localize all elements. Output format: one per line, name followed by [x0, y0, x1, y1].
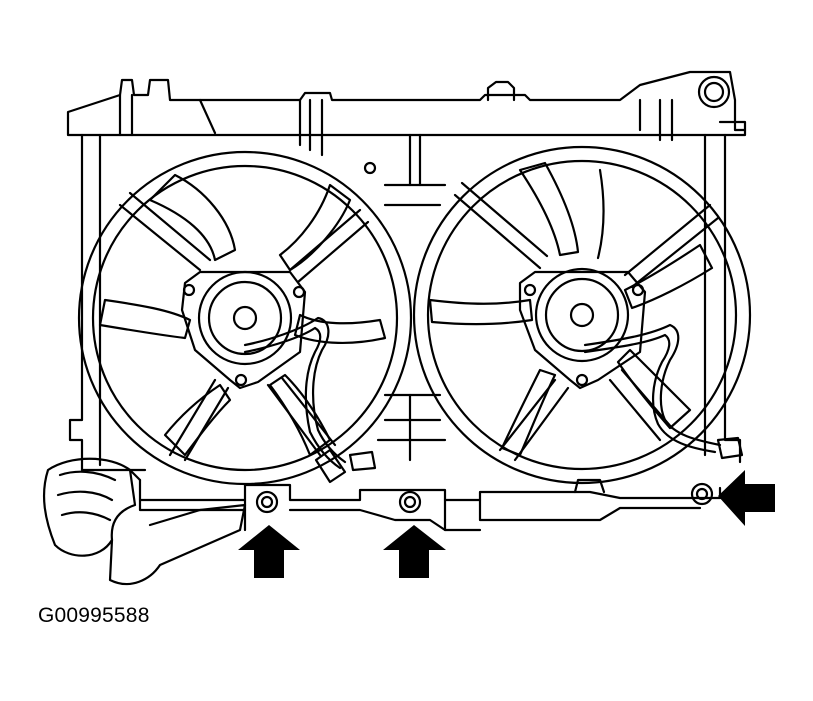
radiator-core: [66, 70, 747, 472]
bottom-bracket: [138, 478, 722, 532]
left-fan: [77, 150, 413, 486]
lower-hose: [42, 457, 247, 586]
bolt-center: [398, 490, 422, 514]
bolt-left: [255, 490, 279, 514]
figure-code: G00995588: [38, 604, 150, 627]
bolt-right: [690, 482, 714, 506]
arrow-left-right-bolt: [718, 470, 775, 526]
right-fan: [412, 145, 752, 485]
bolts: [255, 482, 714, 514]
arrow-up-left-bolt: [238, 525, 300, 578]
arrow-up-center-bolt: [383, 525, 446, 578]
